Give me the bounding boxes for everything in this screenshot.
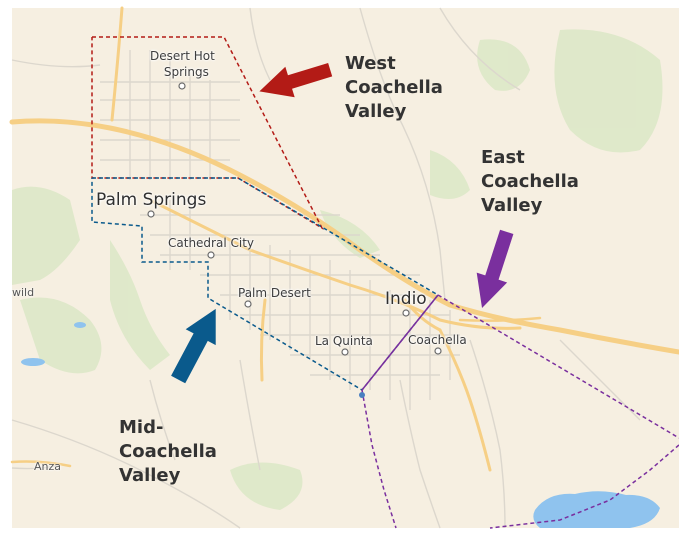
minor-roads (11, 7, 641, 529)
west-region-label-line1: West (345, 53, 396, 74)
desert-hot-springs-marker (178, 82, 186, 90)
la-quinta-marker (341, 348, 349, 356)
desert-hot-springs-label: Desert Hot Springs (150, 48, 215, 80)
mid-east-divider (361, 294, 439, 391)
desert-hot-springs-label-line1: Desert Hot (150, 49, 215, 63)
west-arrow (259, 63, 333, 98)
palm-desert-marker (244, 300, 252, 308)
east-region-label-line3: Valley (481, 195, 543, 216)
anza-label: Anza (34, 460, 62, 473)
east-region-label-line1: East (481, 147, 525, 168)
mid-region-label-line2: Coachella (119, 441, 217, 462)
city-markers (147, 82, 442, 356)
west-region-label-line2: Coachella (345, 77, 443, 98)
west-valley-boundary (91, 36, 324, 230)
indio-label: Indio (385, 289, 427, 309)
east-valley-boundary-west-edge (361, 389, 397, 529)
desert-hot-springs-label-line2: Springs (163, 65, 209, 79)
palm-desert-label: Palm Desert (238, 286, 311, 300)
mid-region-label: Mid- Coachella Valley (119, 416, 217, 488)
cathedral-city-marker (207, 251, 215, 259)
coachella-label: Coachella (408, 333, 467, 347)
east-region-label: East Coachella Valley (481, 146, 579, 218)
mid-valley-boundary (91, 177, 440, 391)
green-areas (12, 29, 663, 510)
indio-marker (402, 309, 410, 317)
wild-label: wild (12, 286, 35, 299)
lake-small (74, 322, 86, 328)
cathedral-city-label: Cathedral City (168, 236, 254, 250)
palm-springs-marker (147, 210, 155, 218)
mid-region-label-line3: Valley (119, 465, 181, 486)
east-valley-boundary (437, 294, 679, 439)
coachella-marker (434, 347, 442, 355)
east-arrow (476, 229, 514, 308)
lake-west (21, 358, 45, 366)
blue-point-marker (359, 392, 365, 398)
west-region-label-line3: Valley (345, 101, 407, 122)
east-region-label-line2: Coachella (481, 171, 579, 192)
salton-sea (533, 491, 660, 528)
mid-region-label-line1: Mid- (119, 417, 164, 438)
west-region-label: West Coachella Valley (345, 52, 443, 124)
la-quinta-label: La Quinta (315, 334, 373, 348)
palm-springs-label: Palm Springs (96, 190, 207, 210)
mid-arrow (171, 308, 216, 384)
